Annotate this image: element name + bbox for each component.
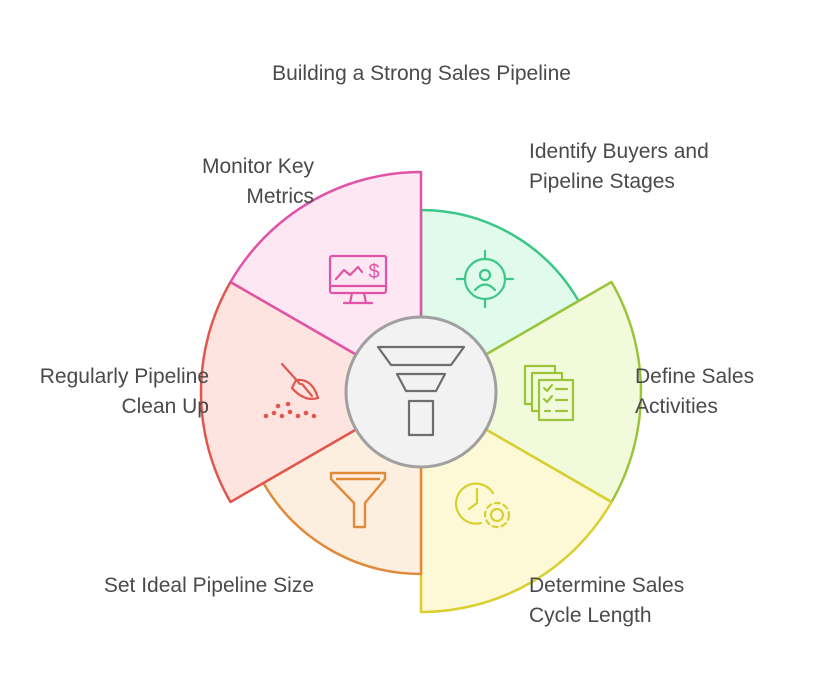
diagram-title: Building a Strong Sales Pipeline	[272, 62, 571, 85]
broom-icon	[263, 362, 320, 419]
clock-gear-icon	[454, 482, 511, 529]
svg-text:$: $	[368, 261, 379, 283]
funnel-icon	[329, 471, 387, 529]
checklist-documents-icon	[523, 364, 575, 422]
target-person-icon	[455, 249, 515, 309]
funnel-stages-icon	[376, 345, 466, 437]
label-size: Set Ideal Pipeline Size	[103, 574, 314, 597]
monitor-dollar-chart-icon: $	[328, 254, 388, 305]
